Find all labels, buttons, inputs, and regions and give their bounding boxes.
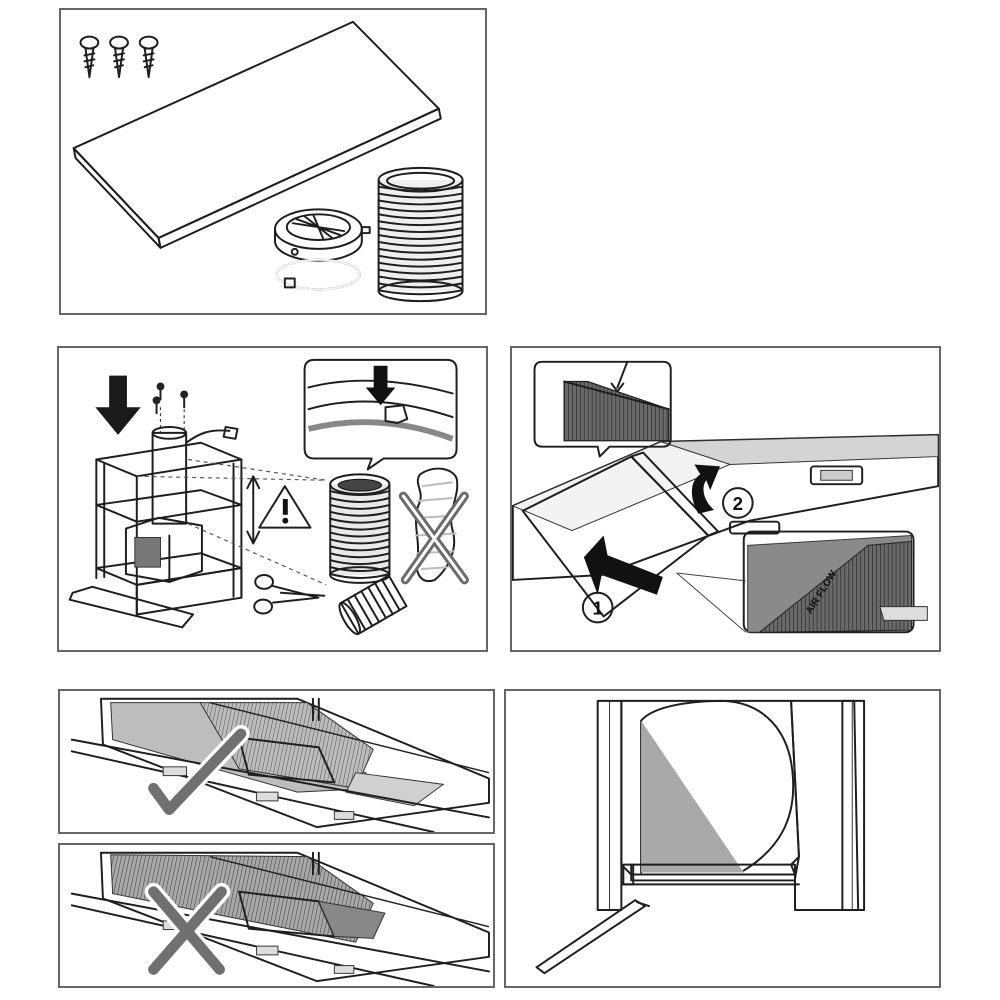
duct-ring (377, 192, 464, 199)
duct-ring (329, 566, 391, 573)
duct-ring (329, 538, 391, 545)
cross-mark-icon (398, 491, 469, 585)
filter-incorrect-illustration (70, 851, 490, 986)
duct-ring (377, 213, 464, 220)
down-arrow-icon (95, 375, 141, 435)
duct-ring (329, 559, 391, 566)
panel-filter-correct (58, 689, 495, 834)
svg-text:2: 2 (733, 493, 743, 514)
duct-ring (377, 227, 464, 234)
callout-1: 1 (581, 591, 614, 624)
duct-ring (377, 234, 464, 240)
duct-ring (329, 517, 391, 524)
panel-duct-installation (57, 346, 488, 652)
push-arrow-icon (583, 535, 663, 595)
duct-ring (377, 240, 464, 247)
filter-correct-illustration (70, 697, 490, 832)
duct-ring (329, 510, 391, 517)
duct-ring (329, 573, 391, 579)
duct-ring (329, 531, 391, 538)
screw-icon (109, 35, 129, 79)
filter-edge-detail (533, 360, 672, 458)
kit-contents-illustration (72, 20, 464, 303)
duct-ring (377, 247, 464, 254)
screw-icon (79, 35, 100, 79)
duct-installation-illustration (68, 358, 469, 636)
duct-ring (329, 503, 391, 510)
duct-ring (329, 497, 391, 503)
duct-ring (377, 289, 464, 296)
carbon-filter-icon (72, 20, 442, 249)
panel-filter-insertion: 1 2 AIR FLOW (510, 346, 941, 652)
flange-icon (273, 208, 371, 262)
carbon-filter-icon (521, 451, 720, 618)
duct-ring (329, 524, 391, 531)
duct-ring (377, 268, 464, 275)
wall-cabinet (95, 425, 243, 616)
callout-2: 2 (722, 487, 754, 519)
scissors-icon (253, 574, 326, 615)
flexible-duct-icon (377, 166, 464, 303)
clamp-ring-icon (275, 258, 361, 291)
svg-text:1: 1 (592, 597, 602, 618)
duct-ring (377, 220, 464, 227)
warning-icon (258, 485, 312, 529)
lift-arrow-icon (691, 464, 721, 514)
panel-duct-detail (504, 689, 941, 988)
screw-icon (138, 35, 159, 79)
height-dimension (246, 475, 261, 545)
duct-ring (329, 545, 391, 552)
duct-detail-illustration (535, 699, 866, 975)
duct-ring (377, 206, 464, 213)
panel-filter-incorrect (58, 843, 495, 988)
detail-callout (303, 358, 458, 471)
filter-insertion-illustration: 1 2 AIR FLOW (512, 360, 939, 634)
duct-ring (377, 254, 464, 261)
screw-icon (152, 382, 189, 415)
duct-ring (377, 199, 464, 206)
cross-mark-icon (144, 882, 231, 979)
airflow-detail: AIR FLOW (676, 530, 915, 634)
panel-kit-contents (59, 8, 487, 315)
duct-ring (329, 552, 391, 559)
duct-ring (377, 261, 464, 268)
flexible-duct-icon (329, 473, 408, 636)
